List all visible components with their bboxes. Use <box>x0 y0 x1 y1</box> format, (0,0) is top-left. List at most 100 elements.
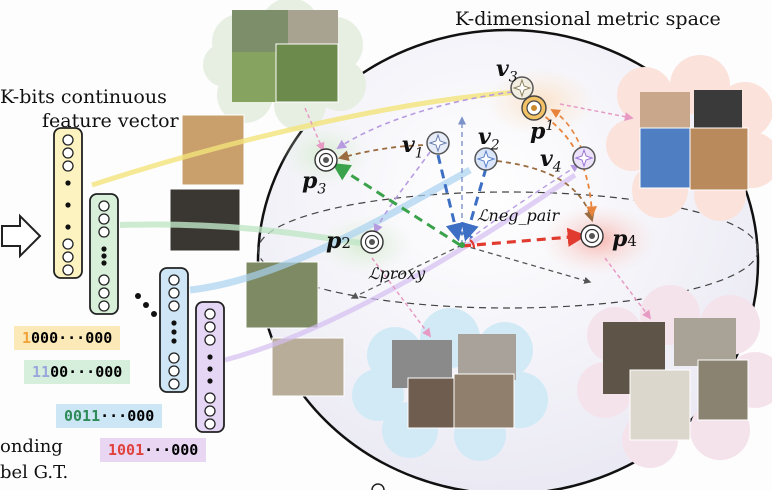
vector-ellipsis-dot <box>171 329 177 335</box>
sphere-bottom-mark <box>371 483 385 490</box>
proxy-star-icon <box>572 146 596 170</box>
arrow-origin-right <box>461 244 592 284</box>
angle-arc-red <box>469 239 476 249</box>
cow-photo-4 <box>275 43 339 103</box>
input-cat-photo <box>169 188 241 252</box>
input-sheep-photo-2 <box>271 337 345 397</box>
vector-cell <box>62 251 74 263</box>
vector-cell <box>98 300 110 312</box>
vector-cell <box>204 392 216 404</box>
label-code-4: 1001···000 <box>100 438 207 462</box>
origin-dot <box>459 242 465 248</box>
sheep-photo-4 <box>697 359 749 421</box>
vector-ellipsis-dot <box>101 246 107 252</box>
flow-yellow <box>91 89 521 188</box>
dog-photo-3 <box>639 127 693 189</box>
sphere-equator <box>257 191 759 309</box>
prototype-label-p3: p3 <box>302 168 327 198</box>
link-p1-dog <box>559 103 634 122</box>
loss-proxy-label: ℒproxy <box>368 264 426 283</box>
vector-ellipsis-dot <box>65 180 71 186</box>
dog-photo-4 <box>689 127 749 191</box>
cow-photo-3 <box>232 52 282 102</box>
dog-photo-2 <box>694 90 742 132</box>
arrow-v1-p2 <box>373 151 431 234</box>
prototype-label-p1: p1 <box>530 118 555 145</box>
prototype-target-icon <box>521 95 547 121</box>
vector-ellipsis-dot <box>65 224 71 230</box>
vector-ellipsis-dot <box>207 378 213 384</box>
proxy-star-icon <box>426 131 450 155</box>
vector-cell <box>204 418 216 430</box>
vector-cell <box>204 405 216 417</box>
vector-ellipsis-dot <box>207 354 213 360</box>
loss-neg-pair-label: ℒneg_pair <box>477 206 560 225</box>
proxy-star-icon <box>510 76 534 100</box>
metric-space-title: K-dimensional metric space <box>455 8 721 30</box>
proxy-label-v3: v3 <box>496 56 518 86</box>
vector-ellipsis-dot <box>207 366 213 372</box>
feature-vector-label-line2: feature vector <box>42 110 179 132</box>
flow-purple <box>224 172 577 363</box>
feature-vector-label-line1: K-bits continuous <box>0 86 167 108</box>
vector-cell <box>98 287 110 299</box>
ellipsis-dots <box>135 293 157 317</box>
arrow-origin-p3 <box>331 163 461 247</box>
vector-cell <box>62 134 74 146</box>
gt-label-line2: bel G.T. <box>0 462 69 483</box>
prototype-target-icon <box>360 230 384 254</box>
vector-cell <box>98 213 110 225</box>
vector-cell <box>62 264 74 276</box>
proxy-label-v4: v4 <box>540 146 562 176</box>
label-code-2: 1100···000 <box>24 360 131 384</box>
link-p4-sheep <box>604 257 652 320</box>
vector-cell <box>168 352 180 364</box>
label-code-3: 0011···000 <box>56 404 163 428</box>
cat-photo-2 <box>458 334 516 380</box>
prototype-target-icon <box>314 148 338 172</box>
vector-cell <box>168 300 180 312</box>
proxy-label-v2: v2 <box>478 124 500 154</box>
vector-ellipsis-dot <box>171 320 177 326</box>
flow-blue <box>189 166 472 294</box>
arrow-v3-p3 <box>336 91 513 150</box>
vector-cell <box>204 308 216 320</box>
arrow-v4-p1 <box>550 108 583 151</box>
link-p2-cat <box>371 257 432 338</box>
label-code-1: 1000···000 <box>14 326 121 350</box>
vector-cell <box>168 378 180 390</box>
arrow-v2-origin <box>461 167 488 242</box>
vector-cell <box>204 334 216 346</box>
sheep-photo-2 <box>674 318 736 366</box>
vector-ellipsis-dot <box>171 338 177 344</box>
vector-ellipsis-dot <box>65 202 71 208</box>
cat-photo-3 <box>407 377 455 429</box>
arrow-origin-p4 <box>461 227 587 248</box>
arrow-v1-p3 <box>337 144 433 161</box>
vector-cell <box>62 147 74 159</box>
proxy-label-v1: v1 <box>402 132 424 162</box>
cat-photo-4 <box>453 373 515 429</box>
vector-cells <box>62 134 216 430</box>
prototype-target-icon <box>580 224 604 248</box>
vector-cell <box>168 365 180 377</box>
proxy-star-icon <box>474 147 498 171</box>
arrow-origin-left <box>350 244 463 299</box>
vector-cell <box>98 200 110 212</box>
vector-ellipsis-dot <box>101 253 107 259</box>
flow-green <box>119 221 361 246</box>
angle-arc <box>454 232 473 239</box>
vector-cell <box>168 274 180 286</box>
vector-ellipsis-dot <box>101 260 107 266</box>
sheep-photo-3 <box>629 369 691 441</box>
prototype-label-p2: p2 <box>326 228 351 254</box>
vector-cell <box>62 238 74 250</box>
vector-cell <box>168 287 180 299</box>
vector-cell <box>62 160 74 172</box>
vector-cell <box>98 226 110 238</box>
link-cow-p3 <box>304 107 325 152</box>
vector-cell <box>204 321 216 333</box>
arrow-right-icon <box>1 213 42 259</box>
gt-label-line1: onding <box>0 436 63 457</box>
